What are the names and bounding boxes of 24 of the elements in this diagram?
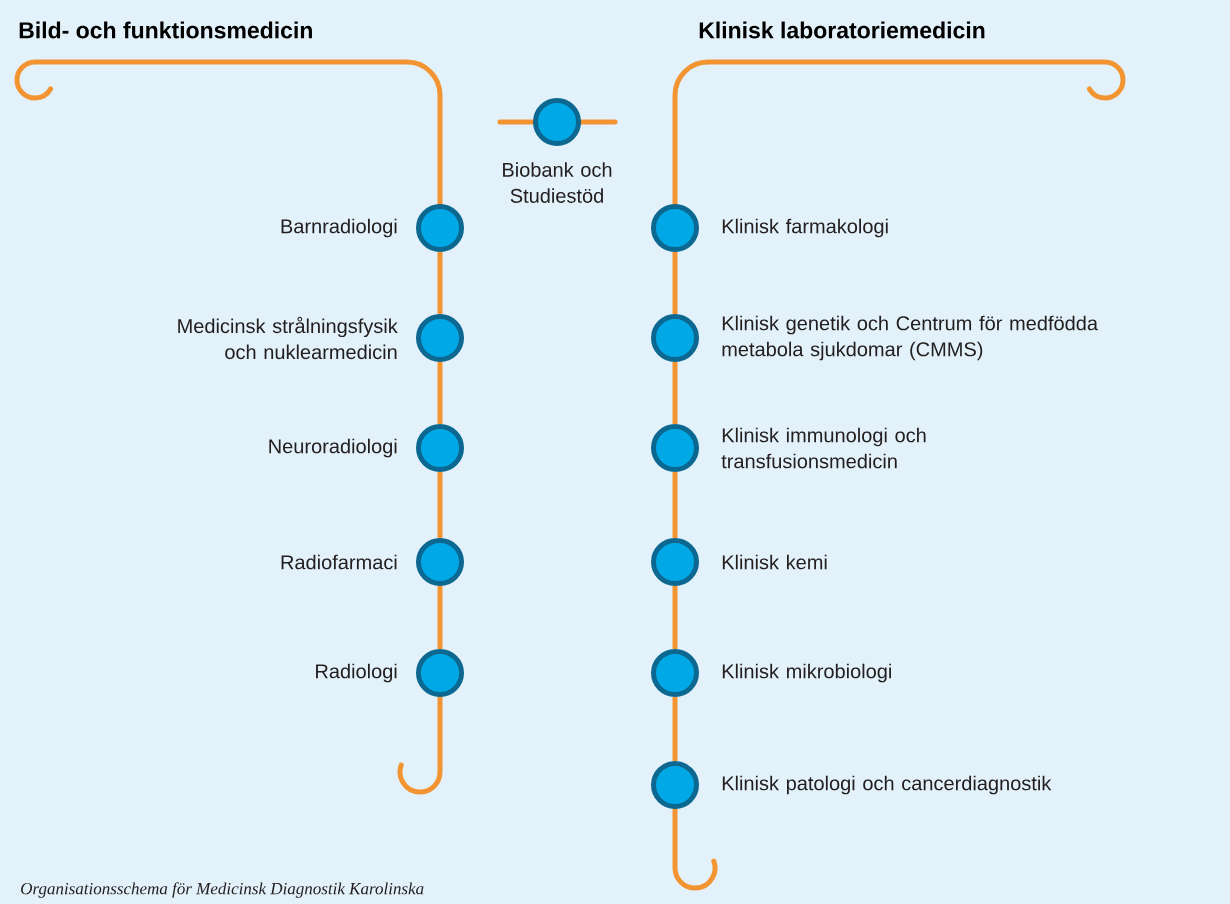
track-line bbox=[672, 472, 678, 538]
station-label: Barnradiologi bbox=[281, 218, 397, 238]
section-heading: Klinisk laboratoriemedicin bbox=[699, 21, 985, 39]
track-line bbox=[437, 586, 443, 649]
track-line bbox=[437, 472, 443, 538]
section-heading: Bild- och funktionsmedicin bbox=[19, 21, 312, 39]
station-label: Klinisk mikrobiologi bbox=[722, 663, 891, 683]
station-label: Biobank och Studiestöd bbox=[503, 162, 612, 203]
station-label: Klinisk patologi och cancerdiagnostik bbox=[722, 775, 1052, 795]
station-label: Klinisk kemi bbox=[722, 554, 827, 570]
caption: Organisationsschema för Medicinsk Diagnostik Karolinska bbox=[21, 882, 424, 898]
station-label: Radiofarmaci bbox=[281, 554, 397, 570]
track-line bbox=[672, 697, 678, 761]
station-label: Klinisk genetik och Centrum för medfödda metabola sjukdomar (CMMS) bbox=[722, 315, 1098, 361]
track-line bbox=[437, 362, 443, 424]
track-line bbox=[672, 362, 678, 424]
station-label: Medicinsk strålningsfysik och nuklearmedicin bbox=[178, 316, 398, 360]
station-label: Klinisk immunologi och transfusionsmedicin bbox=[721, 427, 926, 469]
track-line bbox=[672, 586, 678, 649]
station-label: Neuroradiologi bbox=[269, 438, 397, 458]
station-label: Klinisk farmakologi bbox=[722, 218, 888, 238]
track-line bbox=[672, 252, 678, 314]
track-line bbox=[437, 252, 443, 314]
station-label: Radiologi bbox=[316, 663, 397, 683]
